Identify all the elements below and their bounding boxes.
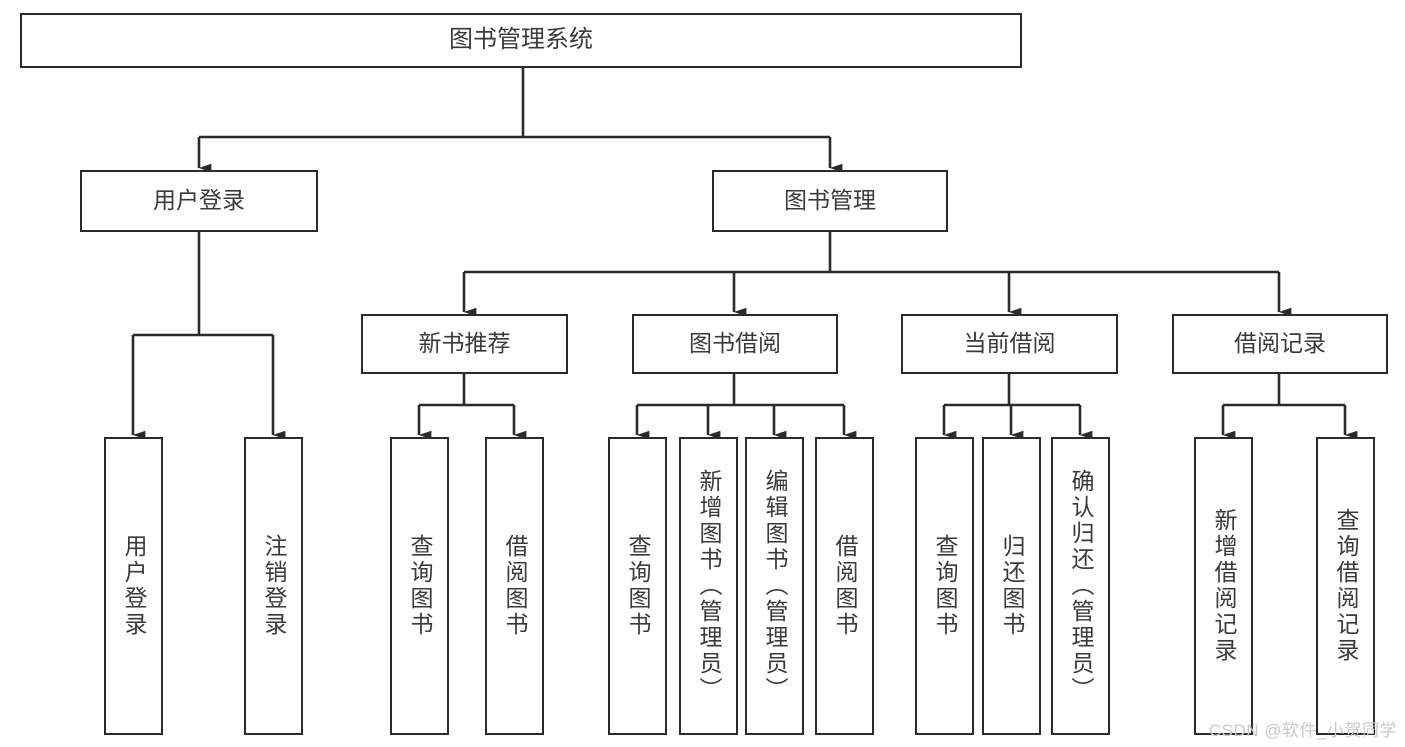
node-label: 确认归还（管理员） [1068, 469, 1094, 703]
node-label: 图书管理 [784, 187, 876, 214]
node-borrow-records[interactable]: 借阅记录 [1172, 314, 1388, 374]
node-leaf-query-borrow-record[interactable]: 查询借阅记录 [1316, 437, 1375, 735]
node-book-management[interactable]: 图书管理 [712, 170, 948, 232]
node-label: 当前借阅 [963, 330, 1056, 357]
node-leaf-logout[interactable]: 注销登录 [244, 437, 303, 735]
node-leaf-edit-book-admin[interactable]: 编辑图书（管理员） [745, 437, 804, 735]
node-label: 用户登录 [121, 534, 147, 638]
node-leaf-return-book[interactable]: 归还图书 [982, 437, 1041, 735]
node-label: 借阅图书 [502, 534, 528, 638]
node-current-borrow[interactable]: 当前借阅 [901, 314, 1118, 374]
node-new-book-recommend[interactable]: 新书推荐 [361, 314, 568, 374]
node-leaf-query-book-borrow[interactable]: 查询图书 [608, 437, 667, 735]
node-leaf-user-login[interactable]: 用户登录 [104, 437, 163, 735]
node-leaf-add-borrow-record[interactable]: 新增借阅记录 [1194, 437, 1253, 735]
node-root-book-management-system[interactable]: 图书管理系统 [20, 13, 1022, 68]
node-label: 编辑图书（管理员） [762, 469, 788, 703]
node-leaf-confirm-return-admin[interactable]: 确认归还（管理员） [1051, 437, 1110, 735]
node-leaf-borrow-book[interactable]: 借阅图书 [815, 437, 874, 735]
watermark: CSDN @软件_小贺同学 [1208, 721, 1397, 740]
node-label: 查询图书 [625, 534, 651, 638]
node-label: 新增图书（管理员） [696, 469, 722, 703]
node-label: 图书借阅 [689, 330, 781, 357]
node-label: 用户登录 [153, 187, 245, 214]
node-leaf-query-book-recommend[interactable]: 查询图书 [390, 437, 449, 735]
node-label: 归还图书 [999, 534, 1025, 638]
node-label: 借阅记录 [1234, 330, 1326, 357]
node-label: 新书推荐 [418, 330, 511, 357]
node-label: 查询图书 [932, 534, 958, 638]
node-leaf-add-book-admin[interactable]: 新增图书（管理员） [679, 437, 738, 735]
node-user-login[interactable]: 用户登录 [80, 170, 318, 232]
node-label: 新增借阅记录 [1211, 508, 1237, 664]
node-label: 借阅图书 [832, 534, 858, 638]
node-book-borrow[interactable]: 图书借阅 [632, 314, 838, 374]
node-label: 查询借阅记录 [1333, 508, 1359, 664]
node-label: 图书管理系统 [449, 26, 593, 54]
node-leaf-query-book-current[interactable]: 查询图书 [915, 437, 974, 735]
node-label: 查询图书 [407, 534, 433, 638]
node-label: 注销登录 [261, 534, 287, 638]
node-leaf-borrow-book-recommend[interactable]: 借阅图书 [485, 437, 544, 735]
